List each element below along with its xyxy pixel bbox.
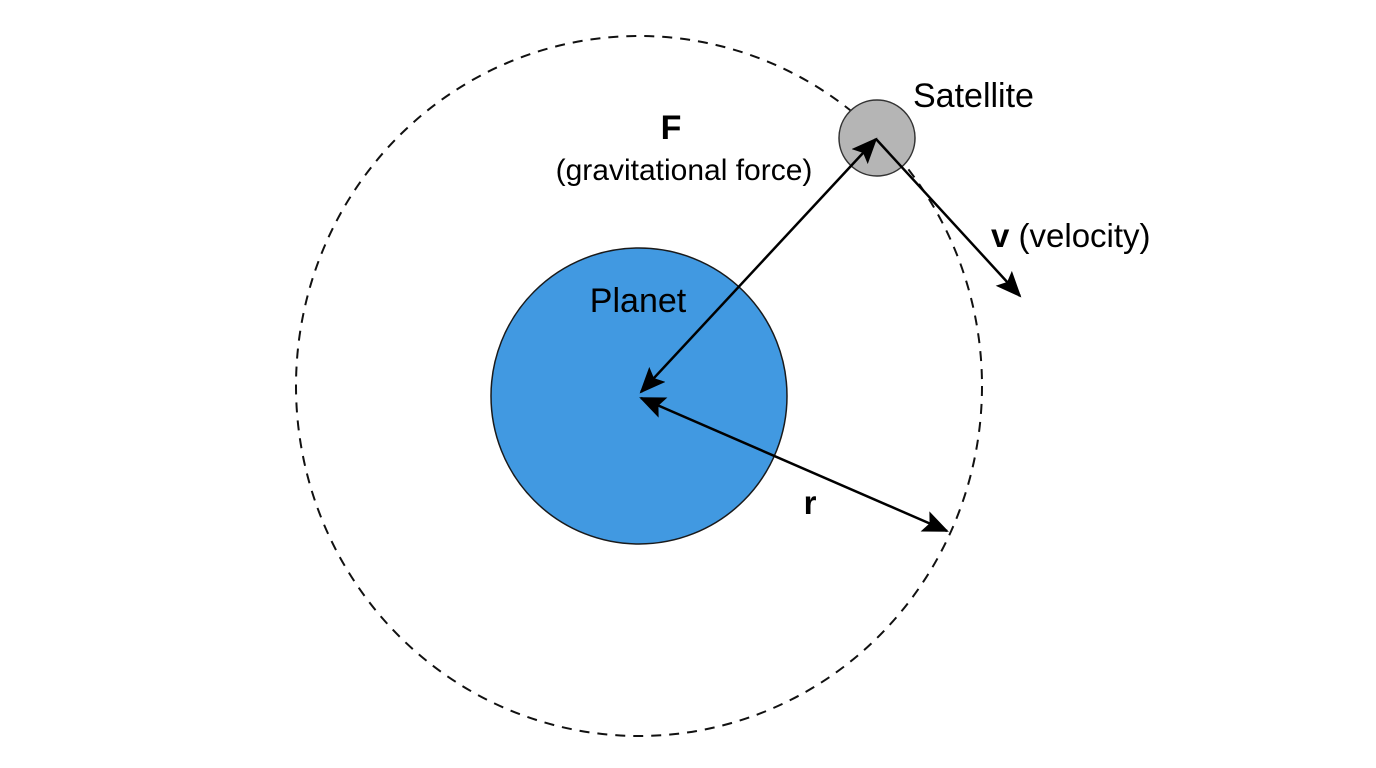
velocity-description: (velocity)	[1009, 217, 1150, 254]
force-description-label: (gravitational force)	[556, 154, 813, 187]
satellite	[838, 99, 916, 177]
force-symbol-label: F	[661, 109, 682, 147]
radius-arrow	[639, 396, 949, 533]
satellite-label: Satellite	[913, 77, 1034, 115]
velocity-arrow	[875, 138, 1022, 298]
radius-label: r	[804, 484, 817, 521]
force-arrow	[639, 137, 878, 394]
velocity-label: v (velocity)	[991, 217, 1151, 254]
velocity-symbol: v	[991, 217, 1010, 254]
orbit-path	[295, 35, 983, 737]
planet-label: Planet	[590, 282, 687, 320]
